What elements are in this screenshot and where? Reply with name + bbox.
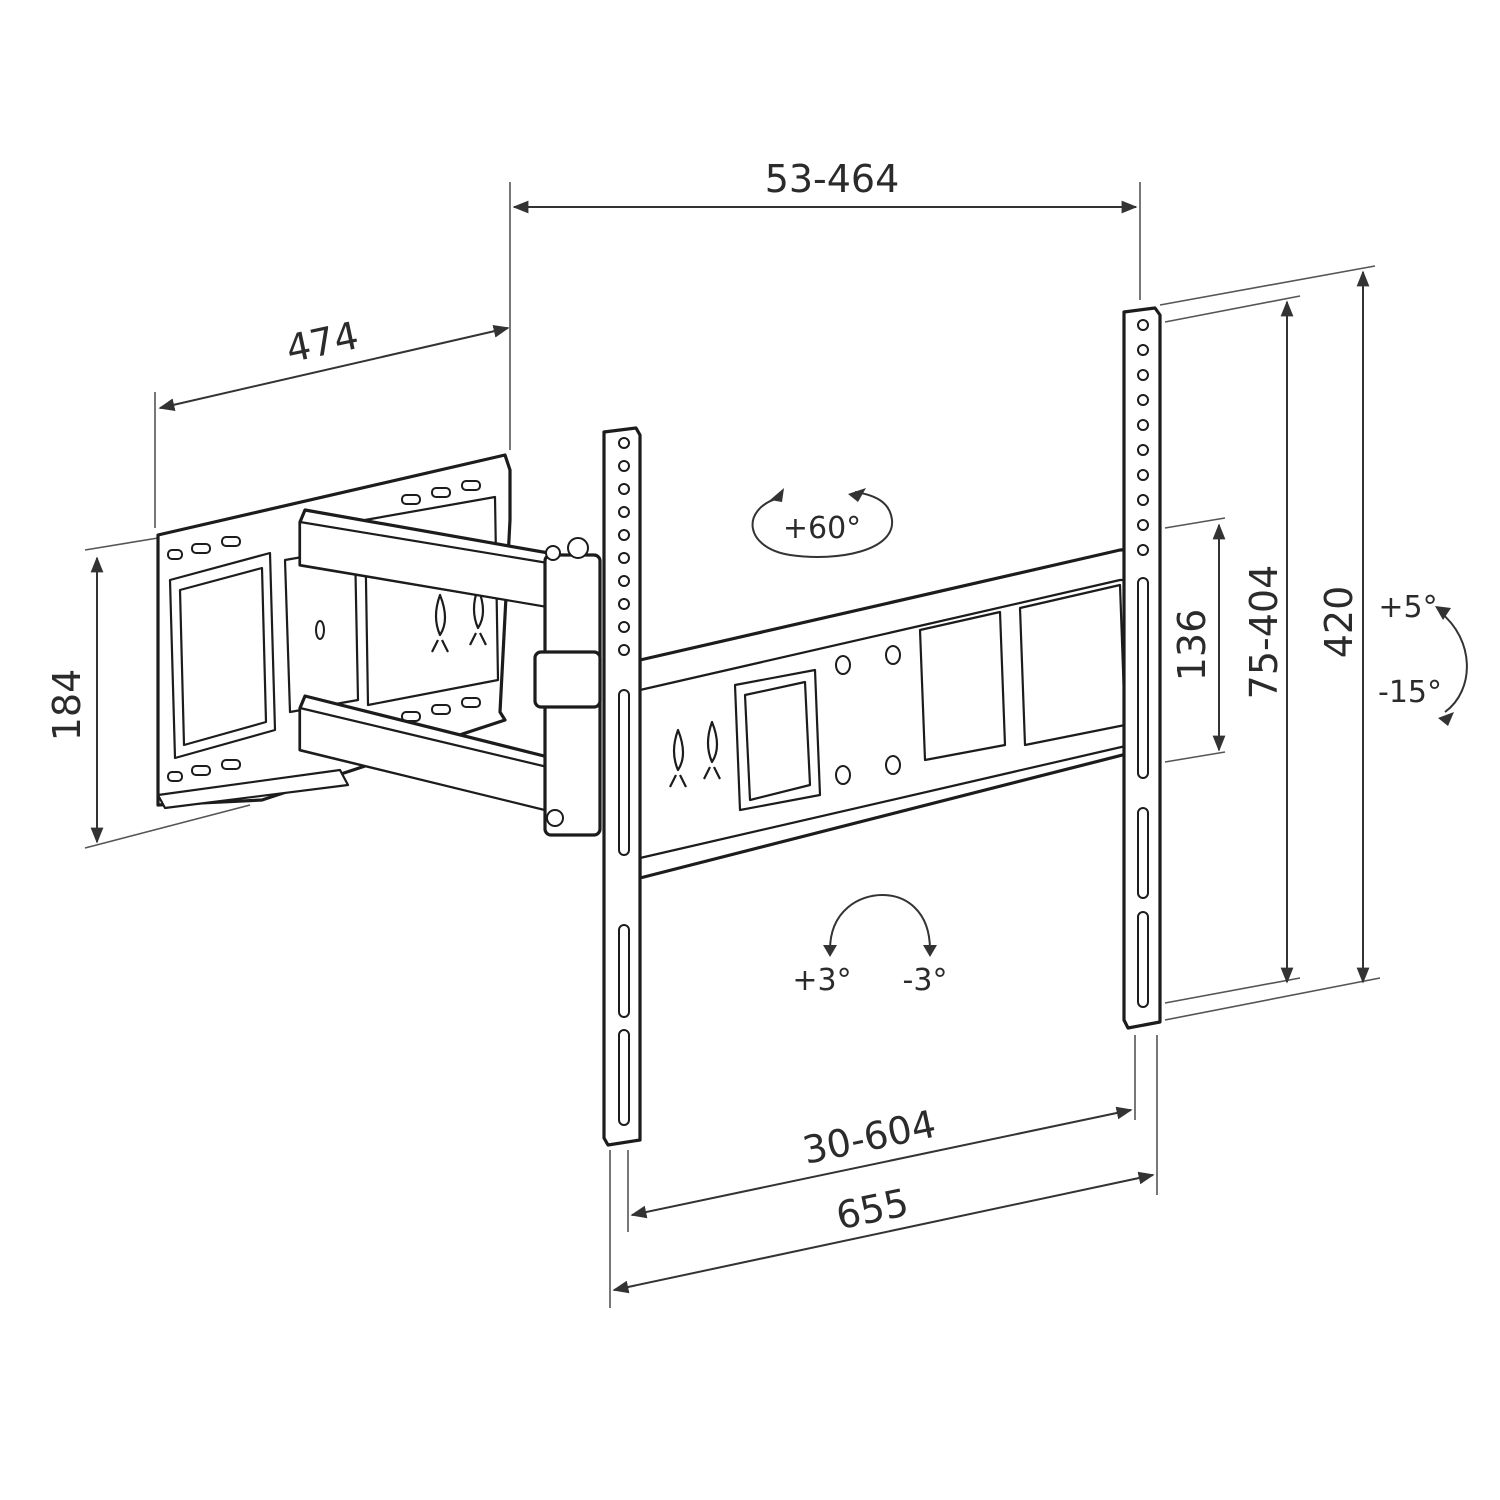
arrowhead-icon <box>923 945 937 957</box>
tilt-indicator <box>1435 606 1468 726</box>
labels: 53-464 474 184 30-604 655 136 75-404 420… <box>45 157 1442 1238</box>
arrowhead-icon <box>770 488 784 502</box>
label-rotate-left: +3° <box>792 963 851 998</box>
dim-line-plate-width <box>158 324 510 412</box>
label-tilt-down: -15° <box>1378 675 1442 710</box>
label-plate-height: 184 <box>45 669 89 742</box>
dimension-lines <box>90 200 1370 1294</box>
dim-line-overall-width <box>612 1171 1155 1294</box>
label-tilt-up: +5° <box>1378 590 1437 625</box>
rotation-indicator <box>823 893 937 957</box>
arrowhead-icon <box>848 488 866 502</box>
label-swivel: +60° <box>783 511 861 546</box>
label-overall-height: 420 <box>1317 586 1361 659</box>
label-vesa-v: 75-404 <box>1242 565 1286 700</box>
label-vesa-v-small: 136 <box>1170 609 1214 682</box>
label-rotate-right: -3° <box>903 963 948 998</box>
label-plate-width: 474 <box>282 313 362 371</box>
vertical-arm-left <box>602 426 642 1147</box>
extension-lines <box>84 182 1381 1308</box>
label-extension: 53-464 <box>765 157 900 201</box>
vertical-arm-right <box>1122 306 1162 1030</box>
swivel-indicator <box>751 488 894 558</box>
swing-arms <box>298 508 602 837</box>
arrowhead-icon <box>1438 712 1454 726</box>
label-vesa-h: 30-604 <box>799 1102 940 1173</box>
tv-rail <box>638 546 1152 880</box>
arrowhead-icon <box>1435 606 1451 620</box>
arrowhead-icon <box>823 945 837 957</box>
